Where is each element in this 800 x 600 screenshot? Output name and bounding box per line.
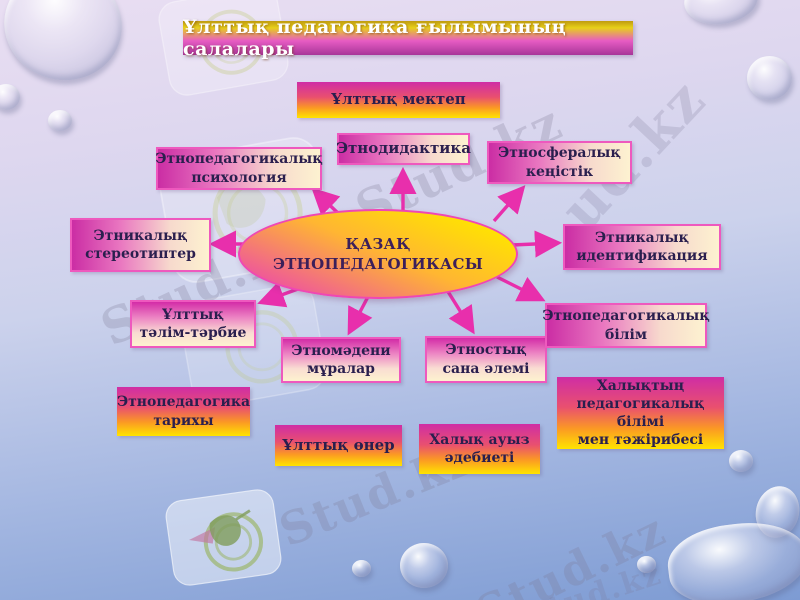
arrow-to-etnostyq (445, 289, 475, 335)
hummingbird-logo (160, 482, 287, 592)
node-halyq-auyz-adebieti: Халық ауыз әдебиеті (419, 424, 540, 474)
node-etnopedagogika-tarihy: Этнопедагогика тарихы (117, 387, 250, 436)
node-etnosferalyq-kenistik: Этносфералық кеңістік (487, 141, 632, 184)
arrow-to-etnosferalyq (492, 185, 526, 223)
water-drop (637, 556, 656, 573)
node-etnomadeni-muralar: Этномәдени мұралар (281, 337, 401, 383)
node-etnostyq-sana-alemi: Этностық сана әлемі (425, 336, 547, 383)
arrow-to-identifikacia (511, 230, 563, 258)
node-etnikalyk-identifikacia: Этникалық идентификация (563, 224, 721, 270)
node-ulttyq-talim-tarbie: Ұлттық тәлім-тәрбие (130, 300, 256, 348)
node-ulttyq-mektep: Ұлттық мектеп (297, 82, 500, 118)
center-node-kazak-etnopedagogika: ҚАЗАҚ ЭТНОПЕДАГОГИКАСЫ (238, 209, 518, 299)
water-drop (352, 560, 371, 577)
node-halyqtyn-pedagogikalyk-bilimi: Халықтың педагогикалық білімі мен тәжіри… (557, 377, 724, 449)
node-ulttyq-oner: Ұлттық өнер (275, 425, 402, 466)
water-drop (48, 110, 72, 131)
water-drop (747, 56, 792, 100)
node-etnopedagogikalyk-bilim: Этнопедагогикалық білім (542, 303, 710, 348)
node-etnodidaktika: Этнодидактика (336, 133, 471, 165)
node-etnikalyk-stereotipter: Этникалық стереотиптер (70, 218, 211, 272)
water-drop (400, 543, 448, 588)
water-drop (729, 450, 753, 472)
node-etnopedagogikalyk-psihologia: Этнопедагогикалық психология (155, 147, 323, 190)
diagram-title: Ұлттық педагогика ғылымының салалары (183, 16, 633, 60)
water-drop (0, 84, 20, 110)
arrow-to-etnoped-bilim (496, 275, 546, 302)
